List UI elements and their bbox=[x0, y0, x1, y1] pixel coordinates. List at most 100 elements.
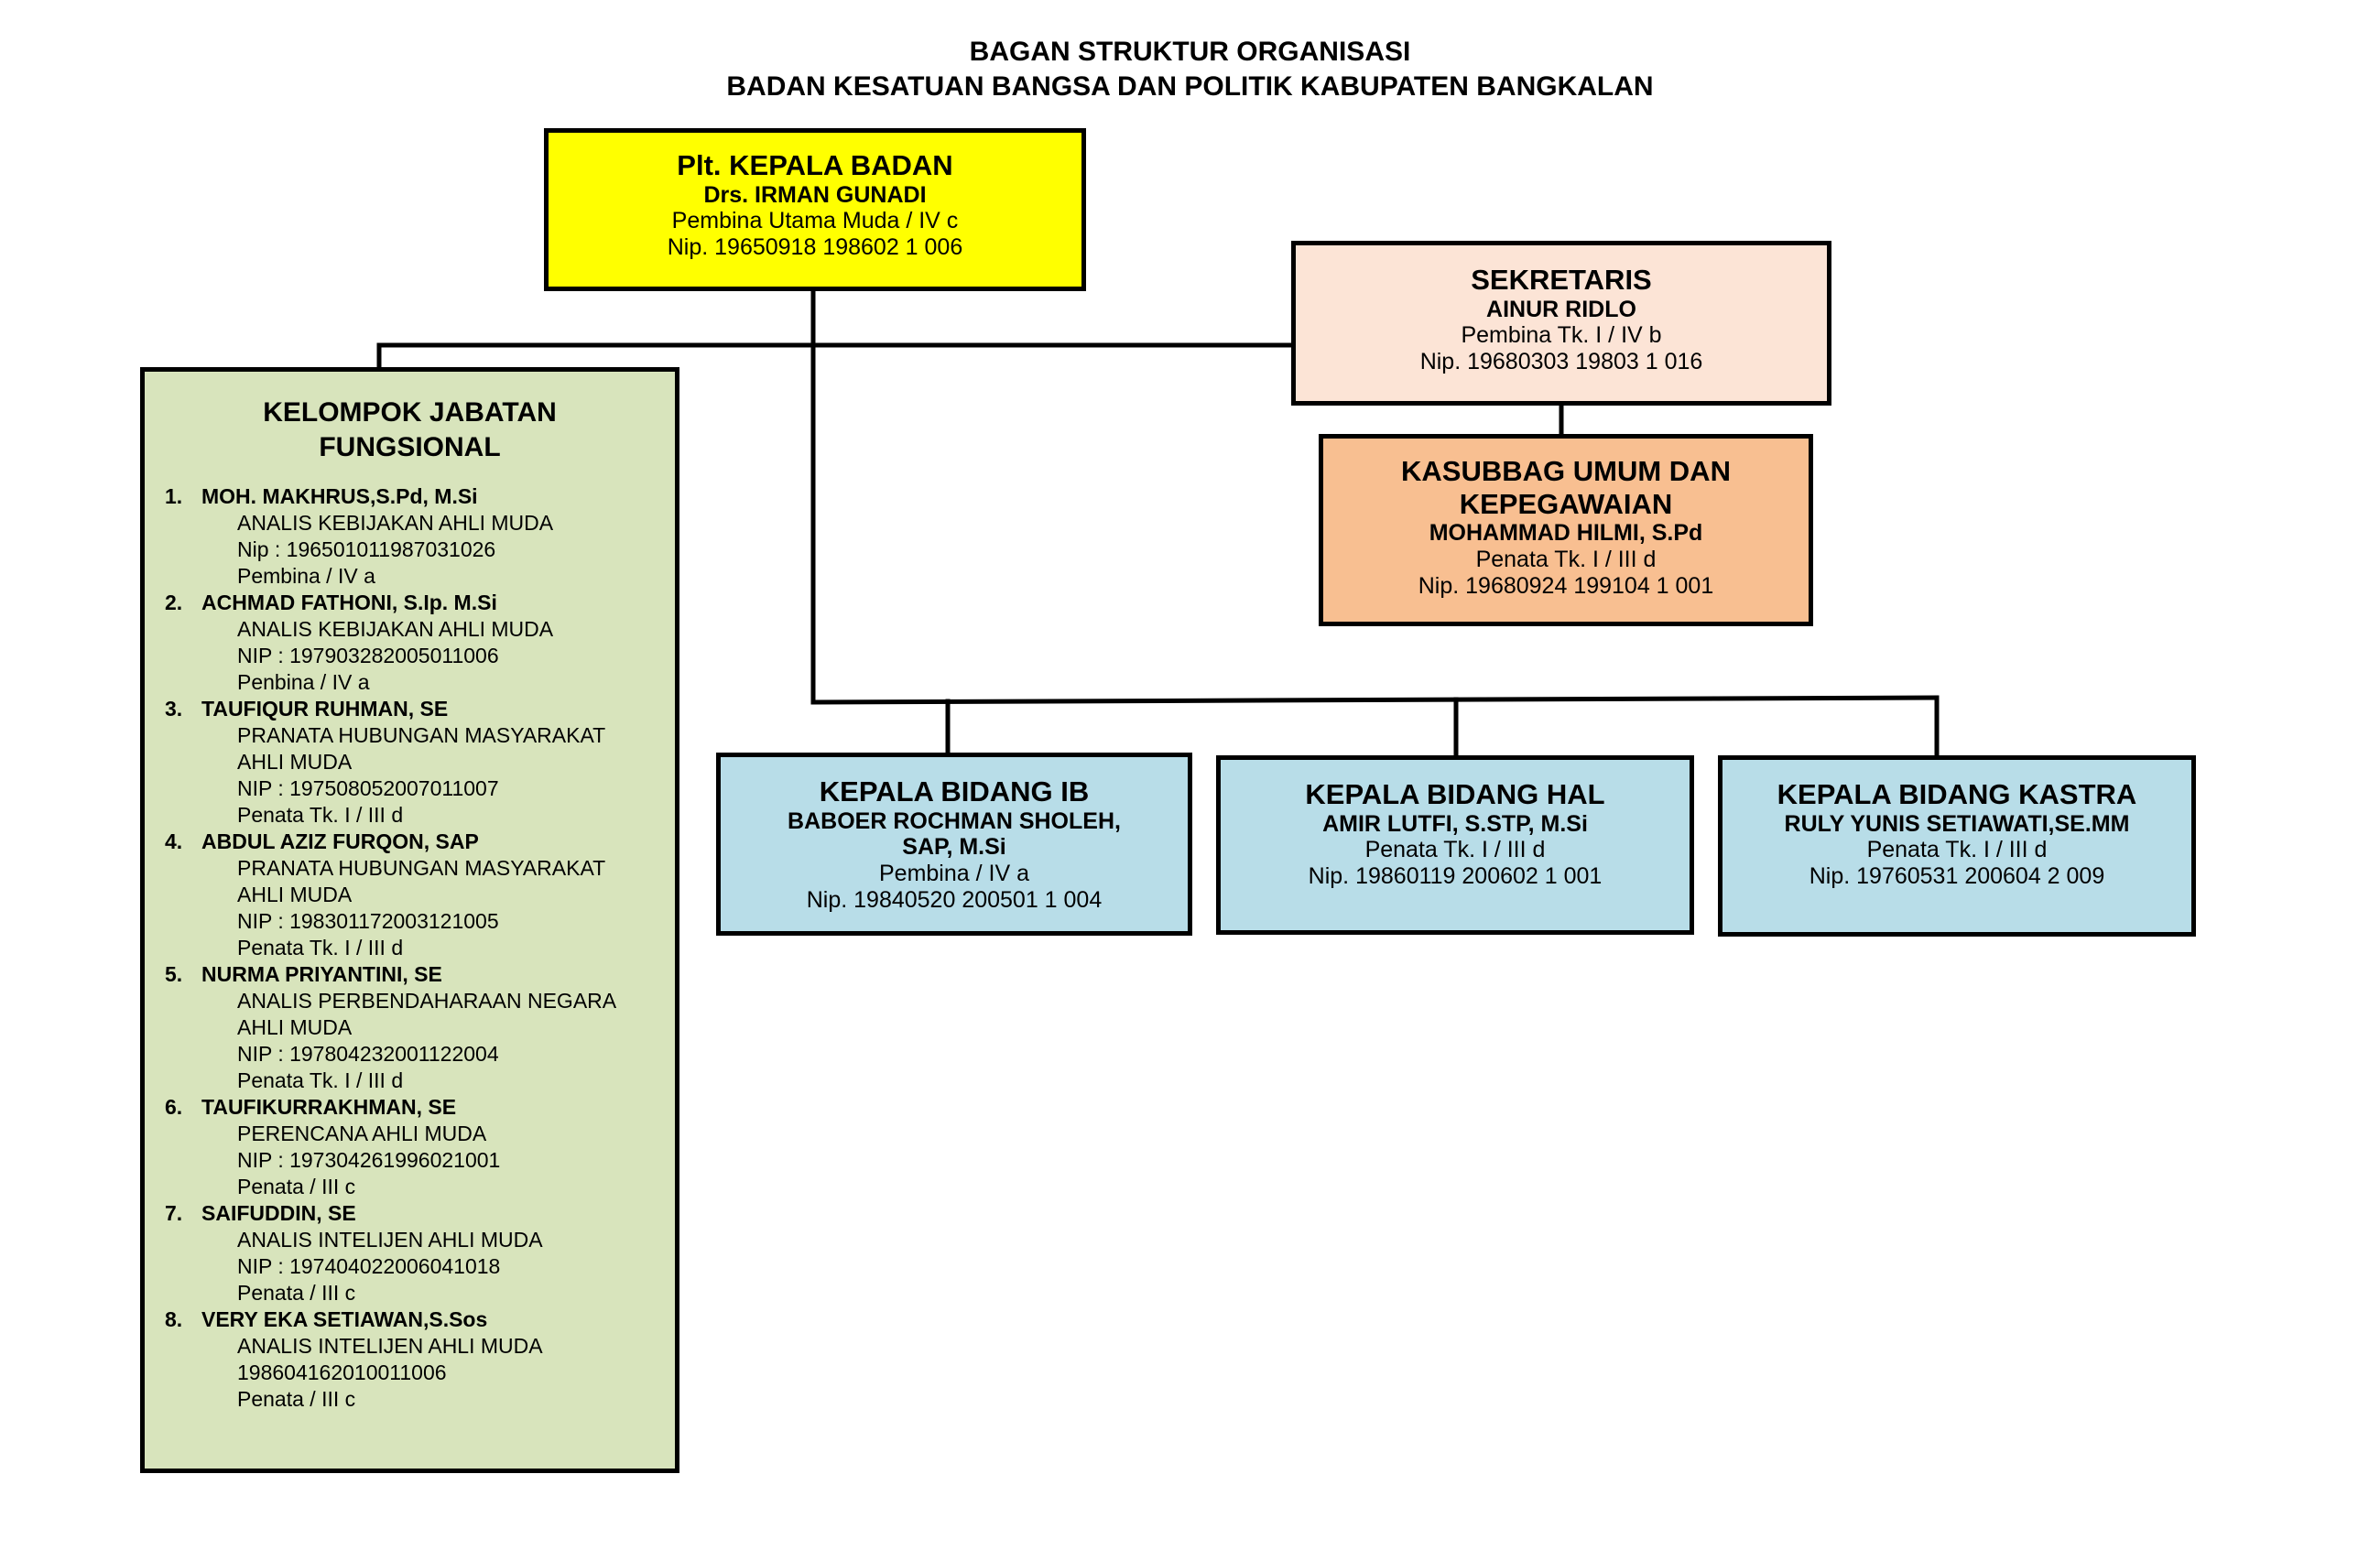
kepala-name: Drs. IRMAN GUNADI bbox=[703, 181, 927, 208]
member-detail: Penbina / IV a bbox=[237, 670, 370, 694]
kasubbag-name: MOHAMMAD HILMI, S.Pd bbox=[1429, 520, 1703, 547]
member-detail: PRANATA HUBUNGAN MASYARAKAT bbox=[237, 856, 606, 880]
member-detail: Penata Tk. I / III d bbox=[237, 936, 404, 959]
fungsional-title-line2: FUNGSIONAL bbox=[319, 431, 501, 462]
bidang-kastra-title: KEPALA BIDANG KASTRA bbox=[1777, 778, 2137, 810]
fungsional-title-line1: KELOMPOK JABATAN bbox=[263, 397, 557, 428]
list-item: 4. ABDUL AZIZ FURQON, SAP PRANATA HUBUNGAN… bbox=[165, 829, 668, 961]
chart-title-line2: BADAN KESATUAN BANGSA DAN POLITIK KABUPA… bbox=[726, 71, 1654, 102]
member-name: ACHMAD FATHONI, S.Ip. M.Si bbox=[201, 591, 497, 614]
chart-title-line1: BAGAN STRUKTUR ORGANISASI bbox=[969, 37, 1411, 67]
bidang-kastra-box: KEPALA BIDANG KASTRA RULY YUNIS SETIAWAT… bbox=[1718, 755, 2196, 937]
kasubbag-nip: Nip. 19680924 199104 1 001 bbox=[1418, 572, 1714, 599]
member-detail: Pembina / IV a bbox=[237, 564, 375, 588]
kepala-box: Plt. KEPALA BADAN Drs. IRMAN GUNADI Pemb… bbox=[544, 128, 1086, 291]
member-detail: Penata Tk. I / III d bbox=[237, 803, 404, 827]
list-item: 5. NURMA PRIYANTINI, SE ANALIS PERBENDAHAR… bbox=[165, 961, 668, 1094]
member-detail: Nip : 196501011987031026 bbox=[237, 537, 496, 561]
bidang-kastra-name: RULY YUNIS SETIAWATI,SE.MM bbox=[1784, 810, 2130, 837]
member-number: 3. bbox=[165, 697, 183, 721]
kepala-rank: Pembina Utama Muda / IV c bbox=[671, 208, 959, 234]
bidang-ib-rank: Pembina / IV a bbox=[879, 861, 1029, 887]
kasubbag-box: KASUBBAG UMUM DAN KEPEGAWAIAN MOHAMMAD H… bbox=[1319, 434, 1813, 626]
kasubbag-rank: Penata Tk. I / III d bbox=[1475, 547, 1657, 573]
member-name: MOH. MAKHRUS,S.Pd, M.Si bbox=[201, 484, 478, 508]
list-item: 7. SAIFUDDIN, SE ANALIS INTELIJEN AHLI MUD… bbox=[165, 1200, 668, 1306]
member-detail: NIP : 197508052007011007 bbox=[237, 776, 499, 800]
sekretaris-nip: Nip. 19680303 19803 1 016 bbox=[1419, 349, 1703, 375]
bidang-ib-name-line1: BABOER ROCHMAN SHOLEH, bbox=[788, 808, 1121, 834]
member-detail: PERENCANA AHLI MUDA bbox=[237, 1122, 487, 1145]
bidang-kastra-rank: Penata Tk. I / III d bbox=[1866, 837, 2048, 863]
member-header: 4. ABDUL AZIZ FURQON, SAP bbox=[165, 829, 668, 855]
member-header: 1. MOH. MAKHRUS,S.Pd, M.Si bbox=[165, 483, 668, 510]
bidang-hal-rank: Penata Tk. I / III d bbox=[1364, 837, 1546, 863]
member-detail: Penata Tk. I / III d bbox=[237, 1068, 404, 1092]
member-name: ABDUL AZIZ FURQON, SAP bbox=[201, 829, 479, 853]
member-name: NURMA PRIYANTINI, SE bbox=[201, 962, 442, 986]
member-detail: NIP : 198301172003121005 bbox=[237, 909, 499, 933]
member-header: 2. ACHMAD FATHONI, S.Ip. M.Si bbox=[165, 590, 668, 616]
member-header: 6. TAUFIKURRAKHMAN, SE bbox=[165, 1094, 668, 1121]
member-header: 3. TAUFIQUR RUHMAN, SE bbox=[165, 696, 668, 722]
member-detail: Penata / III c bbox=[237, 1281, 356, 1305]
member-name: SAIFUDDIN, SE bbox=[201, 1201, 356, 1225]
member-detail: AHLI MUDA bbox=[237, 750, 353, 774]
member-detail: ANALIS KEBIJAKAN AHLI MUDA bbox=[237, 617, 554, 641]
bidang-hal-nip: Nip. 19860119 200602 1 001 bbox=[1308, 863, 1603, 890]
sekretaris-rank: Pembina Tk. I / IV b bbox=[1461, 322, 1662, 349]
member-detail: Penata / III c bbox=[237, 1387, 356, 1411]
bidang-ib-box: KEPALA BIDANG IB BABOER ROCHMAN SHOLEH, … bbox=[716, 753, 1192, 936]
bidang-hal-box: KEPALA BIDANG HAL AMIR LUTFI, S.STP, M.S… bbox=[1216, 755, 1694, 935]
member-number: 7. bbox=[165, 1201, 183, 1225]
member-detail: NIP : 197804232001122004 bbox=[237, 1042, 499, 1066]
bidang-hal-name: AMIR LUTFI, S.STP, M.Si bbox=[1322, 810, 1588, 837]
member-header: 5. NURMA PRIYANTINI, SE bbox=[165, 961, 668, 988]
fungsional-box: KELOMPOK JABATAN FUNGSIONAL 1. MOH. MAKHR… bbox=[140, 367, 679, 1473]
member-detail: AHLI MUDA bbox=[237, 1015, 353, 1039]
sekretaris-title: SEKRETARIS bbox=[1471, 264, 1652, 296]
member-detail: AHLI MUDA bbox=[237, 883, 353, 906]
member-detail: ANALIS KEBIJAKAN AHLI MUDA bbox=[237, 511, 554, 535]
bidang-ib-name-line2: SAP, M.Si bbox=[902, 834, 1006, 861]
list-item: 6. TAUFIKURRAKHMAN, SE PERENCANA AHLI MUDA… bbox=[165, 1094, 668, 1200]
member-name: VERY EKA SETIAWAN,S.Sos bbox=[201, 1307, 488, 1331]
member-number: 8. bbox=[165, 1307, 183, 1331]
sekretaris-name: AINUR RIDLO bbox=[1486, 296, 1636, 322]
sekretaris-box: SEKRETARIS AINUR RIDLO Pembina Tk. I / I… bbox=[1291, 241, 1831, 406]
bidang-kastra-nip: Nip. 19760531 200604 2 009 bbox=[1809, 863, 2105, 890]
member-number: 6. bbox=[165, 1095, 183, 1119]
member-name: TAUFIKURRAKHMAN, SE bbox=[201, 1095, 457, 1119]
member-detail: PRANATA HUBUNGAN MASYARAKAT bbox=[237, 723, 606, 747]
member-detail: NIP : 197304261996021001 bbox=[237, 1148, 501, 1172]
member-detail: Penata / III c bbox=[237, 1175, 356, 1198]
member-detail: ANALIS PERBENDAHARAAN NEGARA bbox=[237, 989, 617, 1013]
member-header: 8. VERY EKA SETIAWAN,S.Sos bbox=[165, 1306, 668, 1333]
kepala-title: Plt. KEPALA BADAN bbox=[677, 149, 953, 181]
fungsional-heading: KELOMPOK JABATAN FUNGSIONAL bbox=[145, 396, 675, 464]
member-name: TAUFIQUR RUHMAN, SE bbox=[201, 697, 449, 721]
member-detail: ANALIS INTELIJEN AHLI MUDA bbox=[237, 1334, 543, 1358]
bidang-ib-nip: Nip. 19840520 200501 1 004 bbox=[806, 886, 1103, 913]
member-detail: ANALIS INTELIJEN AHLI MUDA bbox=[237, 1228, 543, 1252]
member-detail: NIP : 197903282005011006 bbox=[237, 644, 499, 667]
kasubbag-title-line2: KEPEGAWAIAN bbox=[1459, 487, 1673, 520]
connector-bidang-horizontal bbox=[810, 695, 1940, 705]
member-detail: 198604162010011006 bbox=[237, 1360, 447, 1384]
member-header: 7. SAIFUDDIN, SE bbox=[165, 1200, 668, 1227]
member-number: 5. bbox=[165, 962, 183, 986]
member-number: 4. bbox=[165, 829, 183, 853]
member-number: 1. bbox=[165, 484, 183, 508]
member-detail: NIP : 197404022006041018 bbox=[237, 1254, 501, 1278]
kepala-nip: Nip. 19650918 198602 1 006 bbox=[667, 234, 963, 261]
member-number: 2. bbox=[165, 591, 183, 614]
kasubbag-title-line1: KASUBBAG UMUM DAN bbox=[1401, 455, 1731, 487]
bidang-hal-title: KEPALA BIDANG HAL bbox=[1305, 778, 1605, 810]
bidang-ib-title: KEPALA BIDANG IB bbox=[819, 775, 1090, 808]
